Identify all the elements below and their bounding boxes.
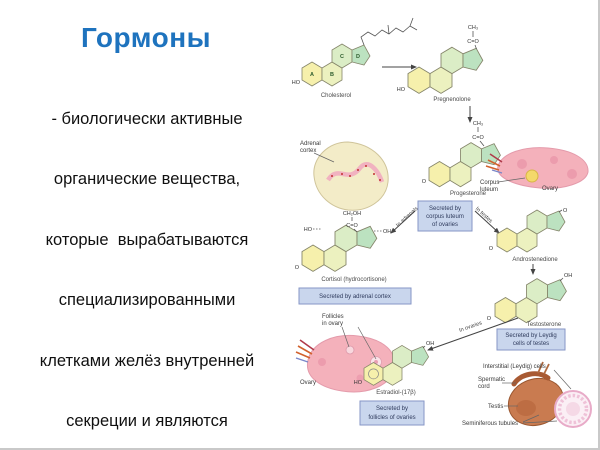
testosterone-label: Testosterone [527,322,562,328]
cortisol-label: Cortisol (hydrocortisone) [321,277,386,283]
ho-group: HO [292,80,301,86]
androstenedione-structure: O O Androstenedione [489,208,568,263]
oh-group: OH [383,229,391,235]
text-line: специализированными [58,291,236,310]
adrenal-gland-illustration: Adrenal cortex [300,141,389,211]
box-line: cells of testes [513,341,549,347]
o-group: O [563,208,568,214]
androstenedione-label: Androstenedione [512,257,558,263]
leydig-cells-label: Interstitial (Leydig) cells [483,364,546,370]
adrenal-cortex-label: cortex [300,148,316,154]
box-line: Secreted by [376,406,408,412]
progesterone-structure: CH₃ C=O O Progesterone [422,121,501,197]
arrow-testosterone-to-estradiol [427,317,519,351]
ch3-group: CH₃ [468,25,478,31]
ch2oh-group: CH₂OH [343,211,361,217]
ho-group: HO [397,87,406,93]
ovary-bottom-label: Ovary [300,380,316,386]
adrenal-cortex-label: Adrenal [300,141,321,147]
definition-text: - биологически активные органические вещ… [2,70,292,448]
o-group: O [489,246,494,252]
corpus-luteum-shape [525,169,539,183]
follicles-label: Follicles [322,314,344,320]
ho-group: HO [354,380,363,386]
in-testes-label: In testes [474,206,494,225]
o-group: O [487,316,492,322]
testis-illustration: Interstitial (Leydig) cells Spermatic co… [462,361,592,428]
ovary-top-illustration: Corpus luteum Ovary [480,147,589,193]
arrow-to-androstenedione [474,210,500,234]
ring-letter-a: A [310,72,314,78]
co-group: C=O [346,223,358,229]
follicles-label: in ovary [322,321,343,327]
slide-title: Гормоны [80,22,212,53]
ring-letter-b: B [330,72,334,78]
text-line: клетками желёз внутренней [39,351,255,370]
text-line: - биологически активные [51,110,243,128]
ch3-group: CH₃ [473,121,483,127]
estradiol-label: Estradiol-(17β) [376,390,415,396]
testis-label: Testis [488,404,503,410]
box-line: Secreted by adrenal cortex [319,294,391,300]
co-group: C=O [467,39,479,45]
oh-group: OH [564,273,572,279]
ho-group: HO [304,227,313,233]
cholesterol-side-chain [360,17,418,46]
box-line: of ovaries [432,222,458,228]
arrow-to-cortisol [390,210,416,234]
cholesterol-label: Cholesterol [321,93,351,99]
text-line: органические вещества, [53,170,241,189]
box-line: follicles of ovaries [368,415,415,421]
text-line: секреции и являются [66,411,228,430]
spermatic-cord-label: cord [478,384,490,390]
box-line: corpus luteum [426,214,464,220]
corpus-luteum-label: Corpus [480,180,499,186]
cortisol-structure: CH₂OH C=O HO OH O Cortisol (hydrocortiso… [295,211,392,283]
progesterone-label: Progesterone [450,191,487,197]
pregnenolone-label: Pregnenolone [433,97,471,103]
in-adrenals-label: In adrenals [395,206,419,229]
box-line: Secreted by Leydig [505,333,556,339]
cholesterol-structure: A B C D HO Cholesterol [292,17,418,99]
ring-letter-c: C [340,54,344,60]
pregnenolone-structure: CH₃ C=O HO Pregnenolone [397,25,484,103]
o-group: O [422,179,427,185]
secretion-box-cortisol: Secreted by adrenal cortex [298,287,412,305]
testosterone-structure: OH O Testosterone [487,273,573,328]
text-line: которые вырабатываются [45,230,249,249]
seminiferous-tubules-label: Seminiferous tubules [462,421,518,427]
secretion-box-progesterone: Secreted by corpus luteum of ovaries [417,200,473,232]
corpus-luteum-label: luteum [480,187,498,193]
secretion-box-testosterone: Secreted by Leydig cells of testes [496,328,566,351]
co-group: C=O [472,135,484,141]
box-line: Secreted by [429,206,461,212]
o-group: O [295,265,300,271]
ovary-top-label: Ovary [542,186,558,192]
secretion-box-estradiol: Secreted by follicles of ovaries [359,400,425,426]
hormone-synthesis-diagram: A B C D HO Cholesterol CH₃ C=O HO Pregne… [292,17,592,428]
oh-group: OH [426,341,434,347]
estradiol-structure: OH HO Estradiol-(17β) [354,341,435,396]
spermatic-cord-label: Spermatic [478,377,505,383]
ring-letter-d: D [356,54,360,60]
